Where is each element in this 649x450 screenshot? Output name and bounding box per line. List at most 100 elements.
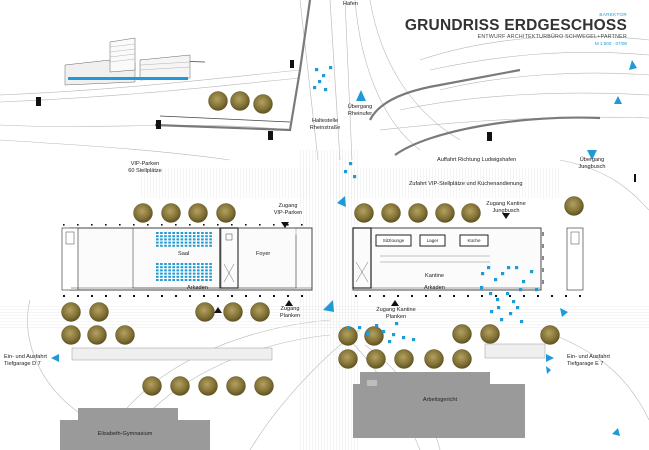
blue-marker bbox=[324, 88, 328, 92]
tree bbox=[461, 203, 481, 223]
arrow-planken bbox=[323, 300, 334, 312]
seat bbox=[205, 235, 208, 238]
arcade-column bbox=[301, 224, 303, 226]
arcade-column bbox=[91, 295, 93, 297]
seat bbox=[197, 241, 200, 244]
arrow-jungbusch bbox=[587, 150, 597, 160]
seat bbox=[205, 269, 208, 272]
arcade-column bbox=[411, 295, 413, 297]
seat bbox=[168, 235, 171, 238]
seat bbox=[172, 269, 175, 272]
arcade-column bbox=[63, 295, 65, 297]
arcade-column bbox=[119, 295, 121, 297]
seat bbox=[192, 266, 196, 269]
seat bbox=[188, 241, 192, 244]
blue-marker bbox=[490, 310, 494, 314]
blue-marker bbox=[353, 175, 357, 179]
seat bbox=[172, 275, 175, 278]
blue-marker bbox=[516, 306, 520, 310]
blue-marker bbox=[313, 86, 317, 90]
seat bbox=[188, 238, 192, 241]
tree bbox=[195, 302, 215, 322]
seat bbox=[192, 272, 196, 275]
street-vip bbox=[140, 168, 310, 198]
arcade-column bbox=[119, 224, 121, 226]
seat bbox=[180, 244, 184, 247]
arcade-columns bbox=[63, 224, 581, 297]
seat bbox=[188, 266, 192, 269]
seat bbox=[160, 275, 163, 278]
arcade-column bbox=[467, 295, 469, 297]
blue-marker bbox=[489, 292, 493, 296]
label-zufahrt: Zufahrt VIP-Stellplätze und Küchenandien… bbox=[409, 181, 523, 187]
title-subtitle: ENTWURF ARCHITEKTURBÜRO SCHWEGEL+PARTNER bbox=[477, 34, 627, 40]
seat bbox=[184, 238, 188, 241]
tree bbox=[161, 203, 181, 223]
blue-marker bbox=[515, 266, 519, 270]
seat bbox=[205, 279, 208, 281]
seat bbox=[172, 235, 175, 238]
seat bbox=[172, 263, 175, 265]
seat bbox=[197, 272, 200, 275]
seat bbox=[192, 244, 196, 247]
arrow-bottom-right bbox=[612, 428, 620, 436]
seat bbox=[160, 266, 163, 269]
seat bbox=[188, 244, 192, 247]
tree bbox=[61, 325, 81, 345]
seat bbox=[184, 269, 188, 272]
seat bbox=[209, 232, 212, 234]
seat bbox=[160, 279, 163, 281]
tree bbox=[480, 324, 500, 344]
blue-marker bbox=[507, 266, 511, 270]
seat bbox=[180, 275, 184, 278]
arcade-column bbox=[551, 295, 553, 297]
seat bbox=[156, 241, 159, 244]
arcade-column bbox=[453, 295, 455, 297]
seat bbox=[192, 263, 196, 265]
seat bbox=[188, 232, 192, 234]
arcade-column bbox=[147, 295, 149, 297]
seat bbox=[168, 266, 171, 269]
seat bbox=[176, 235, 180, 238]
seat bbox=[168, 275, 171, 278]
seat bbox=[184, 241, 188, 244]
tree bbox=[381, 203, 401, 223]
tree bbox=[253, 94, 273, 114]
seat bbox=[176, 238, 180, 241]
blue-marker bbox=[375, 324, 379, 328]
seat bbox=[164, 272, 167, 275]
blue-marker bbox=[318, 80, 322, 84]
arrow-tiefgarage-e7 bbox=[546, 354, 554, 362]
tree bbox=[540, 325, 560, 345]
seat bbox=[172, 279, 175, 281]
seat bbox=[184, 263, 188, 265]
seat bbox=[172, 241, 175, 244]
seat bbox=[176, 272, 180, 275]
seat bbox=[168, 272, 171, 275]
seat bbox=[180, 238, 184, 241]
blue-marker bbox=[392, 333, 396, 337]
seat bbox=[180, 241, 184, 244]
arcade-column bbox=[105, 295, 107, 297]
seat bbox=[184, 272, 188, 275]
arcade-column bbox=[301, 295, 303, 297]
seat bbox=[160, 238, 163, 241]
arcade-column bbox=[217, 295, 219, 297]
seat bbox=[209, 269, 212, 272]
arcade-column bbox=[77, 224, 79, 226]
tree bbox=[208, 91, 228, 111]
seat bbox=[201, 263, 204, 265]
arcade-column bbox=[537, 295, 539, 297]
seat bbox=[168, 244, 171, 247]
seat bbox=[205, 275, 208, 278]
label-foyer: Foyer bbox=[256, 251, 271, 257]
tree bbox=[142, 376, 162, 396]
seat bbox=[180, 263, 184, 265]
blue-marker bbox=[322, 74, 326, 78]
seat bbox=[156, 275, 159, 278]
arcade-column bbox=[579, 295, 581, 297]
arcade-column bbox=[245, 224, 247, 226]
